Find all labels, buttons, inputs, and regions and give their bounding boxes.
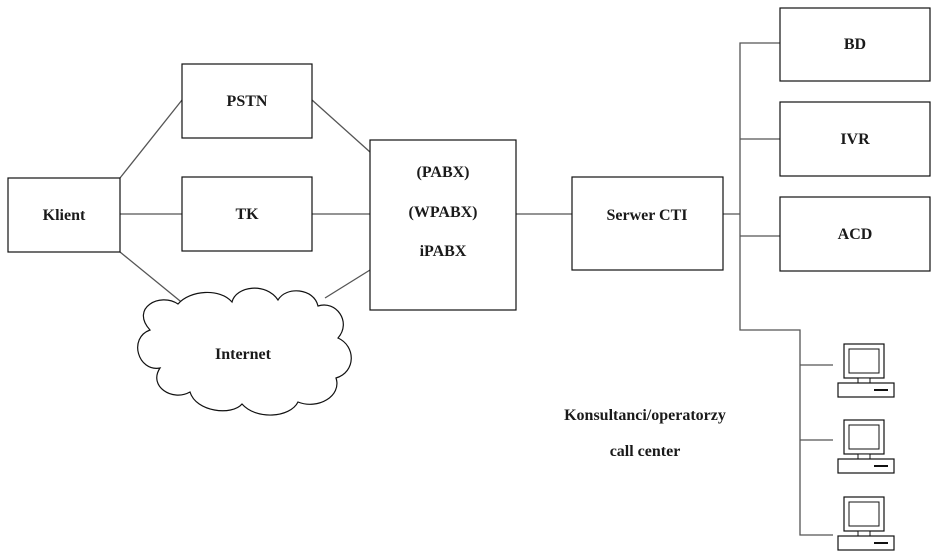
node-internet: Internet — [137, 287, 352, 416]
ivr-label: IVR — [840, 131, 870, 148]
tk-label: TK — [235, 206, 259, 223]
internet-label: Internet — [215, 346, 272, 363]
bd-box — [779, 7, 931, 82]
bus-vertical — [739, 42, 833, 536]
pstn-label: PSTN — [227, 93, 268, 110]
edge-klient-internet — [119, 251, 186, 306]
edge-pstn-pabx — [311, 99, 371, 153]
bd-label: BD — [844, 36, 866, 53]
computer-workstation-icon — [837, 343, 895, 398]
internet-cloud-icon — [137, 287, 352, 416]
serwer-cti-box — [571, 176, 724, 271]
pstn-box — [181, 63, 313, 139]
node-ivr: IVR — [779, 101, 931, 177]
consultants-label-line2: call center — [610, 443, 681, 460]
pabx-label-line3: iPABX — [420, 243, 467, 260]
pabx-label-line1: (PABX) — [416, 164, 469, 181]
workstations — [837, 343, 895, 551]
computer-workstation-icon — [837, 419, 895, 474]
consultants-caption: Konsultanci/operatorzy call center — [564, 407, 726, 460]
node-pabx: (PABX) (WPABX) iPABX — [369, 139, 517, 311]
acd-label: ACD — [838, 226, 873, 243]
node-pstn: PSTN — [181, 63, 313, 139]
node-serwer-cti: Serwer CTI — [571, 176, 724, 271]
node-acd: ACD — [779, 196, 931, 272]
acd-box — [779, 196, 931, 272]
ivr-box — [779, 101, 931, 177]
klient-box — [7, 177, 121, 253]
edge-internet-pabx — [324, 269, 371, 299]
tk-box — [181, 176, 313, 252]
pabx-box — [369, 139, 517, 311]
node-klient: Klient — [7, 177, 121, 253]
pabx-label-line2: (WPABX) — [408, 204, 477, 221]
consultants-label-line1: Konsultanci/operatorzy — [564, 407, 726, 424]
connections — [119, 42, 833, 536]
edge-klient-pstn — [119, 99, 183, 179]
node-tk: TK — [181, 176, 313, 252]
serwer-cti-label: Serwer CTI — [606, 207, 687, 224]
node-bd: BD — [779, 7, 931, 82]
klient-label: Klient — [43, 207, 86, 224]
computer-workstation-icon — [837, 496, 895, 551]
